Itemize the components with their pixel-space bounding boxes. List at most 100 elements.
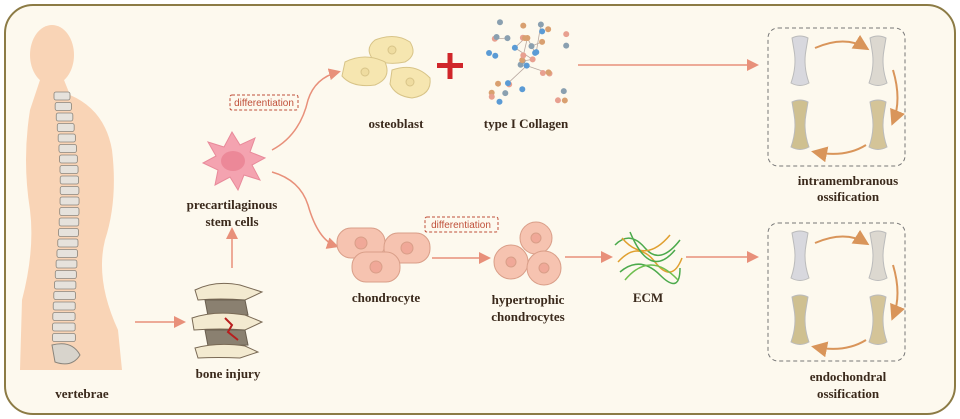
label-intramembranous-line2: ossification [817, 189, 880, 204]
osteoblast-icon [341, 36, 431, 99]
vertebra-segment [58, 228, 79, 237]
collagen-atom [561, 97, 568, 104]
intramembranous-ossification-panel [767, 27, 906, 167]
label-collagen: type I Collagen [484, 116, 569, 131]
vertebra-segment [58, 144, 77, 153]
collagen-atom [539, 38, 546, 45]
collagen-atom [493, 34, 500, 41]
bone-stage-icon [868, 294, 888, 345]
vertebra-segment [52, 312, 76, 321]
vertebra-segment [59, 196, 80, 206]
collagen-atom [545, 26, 552, 33]
arrow-stem-to-osteoblast [271, 68, 341, 151]
arrow-stem-to-chondrocyte [271, 171, 339, 249]
label-stem-cells-line2: stem cells [205, 214, 258, 229]
collagen-atom [519, 57, 526, 64]
collagen-atom [486, 50, 493, 57]
vertebra-segment [57, 238, 79, 248]
cycle-arrow [811, 144, 867, 163]
vertebra-segment [55, 112, 74, 122]
label-differentiation-bottom: differentiation [431, 220, 491, 231]
injured-vertebrae-icon [191, 282, 264, 359]
vertebra-segment [52, 322, 76, 332]
vertebra-segment [52, 333, 76, 342]
bone-stage-icon [790, 99, 810, 150]
ecm-fibers-icon [614, 231, 683, 285]
collagen-atom [537, 21, 544, 28]
collagen-atom [563, 42, 570, 49]
vertebra-segment [55, 259, 78, 269]
collagen-atom [529, 56, 536, 63]
vertebra-segment [57, 133, 76, 143]
bone-stage-icon [868, 230, 888, 281]
vertebra-segment [56, 123, 75, 132]
vertebra-segment [56, 249, 78, 258]
bone-stage-icon [790, 35, 810, 86]
stem-cell-icon [201, 130, 267, 192]
collagen-atom [554, 97, 561, 104]
differentiation-box-bottom [424, 216, 499, 233]
vertebra-segment [58, 217, 80, 227]
vertebra-segment [59, 207, 80, 216]
collagen-atom [504, 35, 511, 42]
collagen-atom [539, 28, 546, 35]
hypertrophic-chondrocytes-icon [493, 221, 562, 286]
collagen-bond [507, 65, 527, 84]
bone-stage-icon [868, 35, 888, 86]
collagen-molecule-icon [486, 19, 570, 105]
collagen-atom [495, 80, 502, 87]
collagen-atom [511, 44, 518, 51]
collagen-atom [504, 80, 511, 87]
diagram-frame [4, 4, 956, 415]
endochondral-ossification-panel [767, 222, 906, 362]
collagen-atom [502, 90, 509, 97]
collagen-atom [517, 61, 524, 68]
label-bone-injury: bone injury [196, 366, 261, 381]
label-endochondral-line1: endochondral [810, 369, 887, 384]
plus-icon [437, 53, 463, 79]
collagen-atom [520, 52, 527, 59]
collagen-atom [492, 52, 499, 59]
collagen-atom [520, 22, 527, 29]
vertebra-segment [54, 102, 72, 111]
label-chondrocyte: chondrocyte [352, 290, 421, 305]
collagen-atom [522, 35, 529, 42]
label-intramembranous-line1: intramembranous [798, 173, 898, 188]
collagen-atom [519, 86, 526, 93]
label-ecm: ECM [633, 290, 663, 305]
vertebra-segment [52, 301, 76, 311]
chondrocyte-icon [336, 227, 431, 283]
collagen-atom [496, 98, 503, 105]
collagen-atom [563, 31, 570, 38]
cycle-arrow [890, 69, 905, 126]
bone-stage-icon [790, 294, 810, 345]
label-hypertrophic-line2: chondrocytes [491, 309, 564, 324]
pelvis-segment [51, 343, 81, 365]
vertebra-segment [54, 280, 77, 290]
cycle-arrow [814, 229, 870, 246]
vertebra-segment [54, 270, 77, 279]
cycle-arrow [814, 34, 870, 51]
collagen-atom [545, 69, 552, 76]
collagen-bond [535, 24, 542, 53]
collagen-atom [528, 43, 535, 50]
bone-stage-icon [868, 99, 888, 150]
collagen-atom [539, 69, 546, 76]
vertebra-segment [53, 91, 71, 101]
label-differentiation-top: differentiation [234, 98, 294, 109]
vertebra-segment [53, 291, 76, 300]
vertebra-segment [59, 154, 78, 164]
collagen-atom [488, 93, 495, 100]
label-hypertrophic-line1: hypertrophic [492, 292, 565, 307]
spine-icon [51, 91, 81, 365]
collagen-atom [533, 49, 540, 56]
cycle-arrow [811, 339, 867, 358]
vertebra-segment [59, 175, 79, 185]
collagen-atom [560, 88, 567, 95]
bone-stage-icon [790, 230, 810, 281]
differentiation-box-top [229, 94, 299, 111]
label-endochondral-line2: ossification [817, 386, 880, 401]
label-vertebrae: vertebrae [55, 386, 109, 401]
collagen-atom [496, 19, 503, 26]
